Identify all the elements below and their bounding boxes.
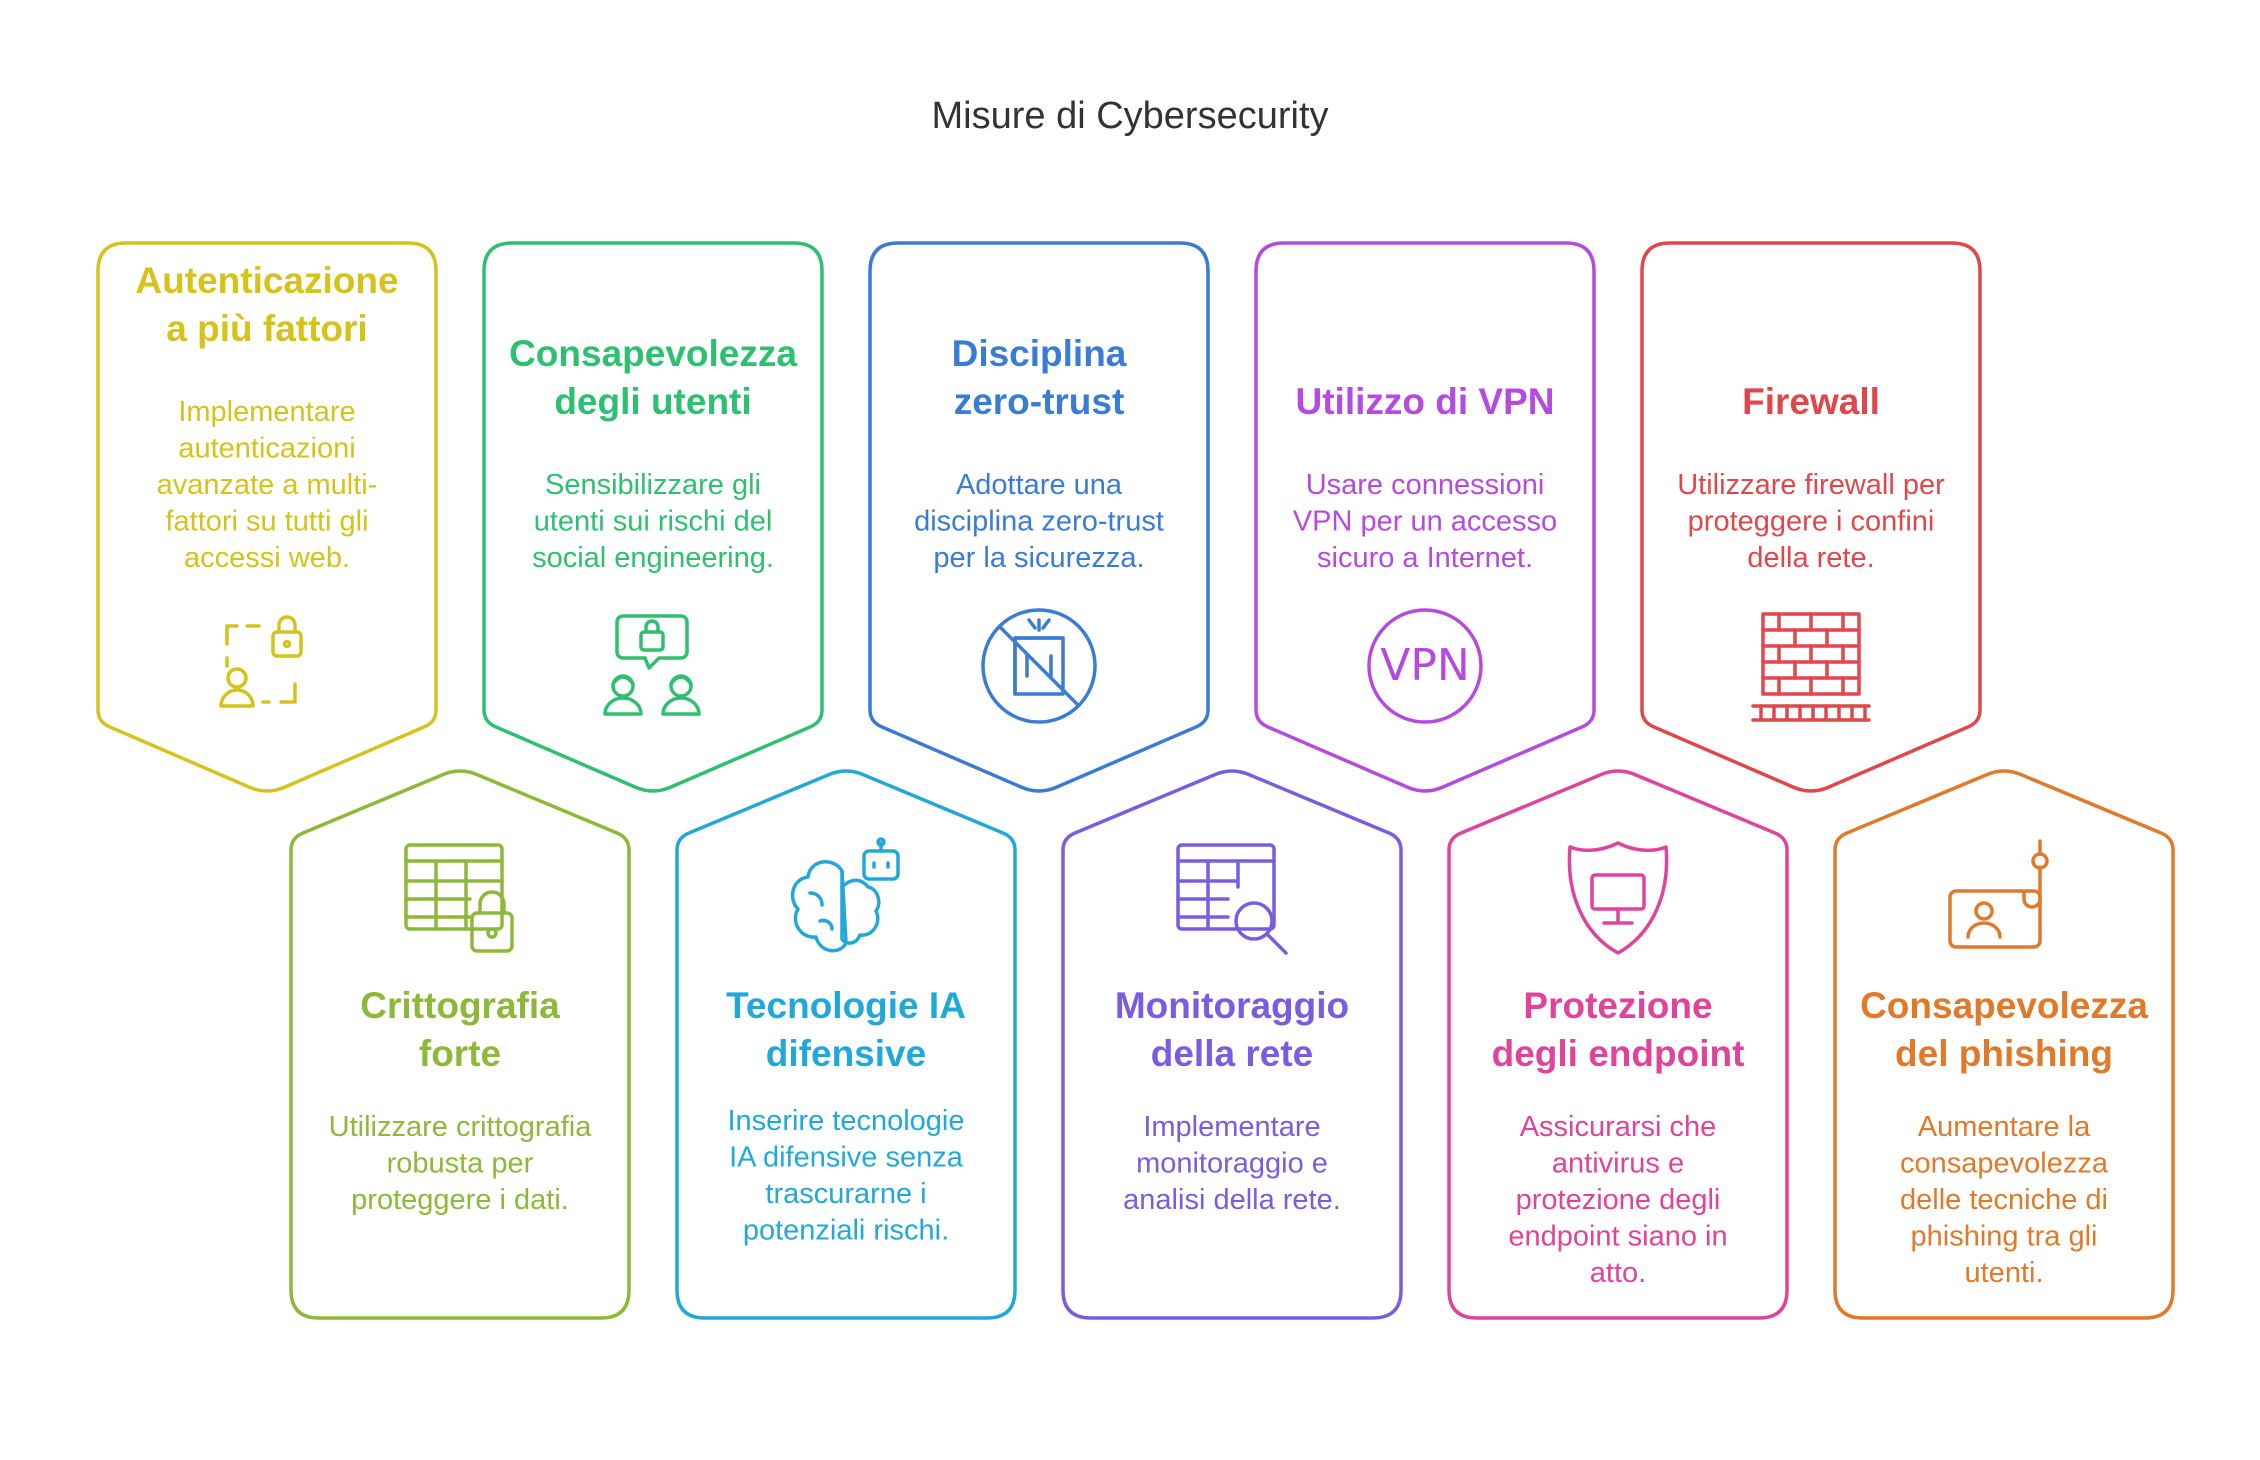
card-title: degli endpoint bbox=[1492, 1033, 1745, 1074]
card-title: Utilizzo di VPN bbox=[1296, 381, 1555, 422]
phishing-hook-icon bbox=[1948, 839, 2049, 949]
card-description: Utilizzare firewall per bbox=[1677, 469, 1945, 501]
card-description: potenziali rischi. bbox=[743, 1215, 949, 1247]
card-description: Inserire tecnologie bbox=[728, 1105, 965, 1137]
card-description: protezione degli bbox=[1516, 1184, 1721, 1216]
card-border bbox=[1254, 241, 1596, 793]
card-description: proteggere i confini bbox=[1688, 506, 1935, 538]
card-border bbox=[1061, 769, 1403, 1320]
card-description: fattori su tutti gli bbox=[165, 506, 368, 538]
card-description: monitoraggio e bbox=[1136, 1148, 1328, 1180]
no-door-access-icon bbox=[981, 608, 1097, 724]
card-title: Crittografia bbox=[360, 985, 560, 1026]
card-border bbox=[868, 241, 1210, 793]
card-description: della rete. bbox=[1747, 542, 1874, 574]
card-title: del phishing bbox=[1895, 1033, 2113, 1074]
card-title: Monitoraggio bbox=[1115, 985, 1349, 1026]
card-description: autenticazioni bbox=[178, 433, 355, 465]
card-title: Protezione bbox=[1523, 985, 1712, 1026]
users-lock-chat-icon bbox=[603, 614, 701, 716]
card-border bbox=[1640, 241, 1982, 793]
card-title: Firewall bbox=[1742, 381, 1880, 422]
card-description: social engineering. bbox=[532, 542, 774, 574]
card-border bbox=[675, 769, 1017, 1320]
card-description: disciplina zero-trust bbox=[914, 506, 1164, 538]
card-description: VPN per un accesso bbox=[1293, 506, 1557, 538]
card-description: endpoint siano in bbox=[1508, 1221, 1727, 1253]
card-border bbox=[1447, 769, 1789, 1320]
card-title: forte bbox=[419, 1033, 501, 1074]
card-description: avanzate a multi- bbox=[157, 469, 378, 501]
card-description: Aumentare la bbox=[1918, 1111, 2091, 1143]
card-border bbox=[482, 241, 824, 793]
card-description: Implementare bbox=[178, 396, 355, 428]
brain-robot-icon bbox=[790, 837, 900, 953]
card-border bbox=[1833, 769, 2175, 1320]
card-description: Sensibilizzare gli bbox=[545, 469, 761, 501]
page-title: Misure di Cybersecurity bbox=[931, 95, 1329, 137]
card-description: proteggere i dati. bbox=[351, 1184, 569, 1216]
card-border bbox=[289, 769, 631, 1320]
card-title: Autenticazione bbox=[135, 260, 398, 301]
card-description: Implementare bbox=[1143, 1111, 1320, 1143]
card-description: accessi web. bbox=[184, 542, 350, 574]
card-title: zero-trust bbox=[954, 381, 1125, 422]
card-title: degli utenti bbox=[554, 381, 751, 422]
card-description: sicuro a Internet. bbox=[1317, 542, 1533, 574]
card-description: consapevolezza bbox=[1900, 1148, 2109, 1180]
card-description: Assicurarsi che bbox=[1520, 1111, 1717, 1143]
card-description: utenti sui rischi del bbox=[534, 506, 773, 538]
card-description: robusta per bbox=[387, 1148, 534, 1180]
card-description: Usare connessioni bbox=[1306, 469, 1545, 501]
firewall-brick-wall-icon bbox=[1751, 612, 1871, 722]
card-description: phishing tra gli bbox=[1911, 1221, 2098, 1253]
card-title: a più fattori bbox=[166, 308, 367, 349]
card-description: antivirus e bbox=[1552, 1148, 1684, 1180]
shield-monitor-icon bbox=[1567, 841, 1669, 955]
card-user-awareness: Consapevolezza degli utentiSensibilizzare… bbox=[482, 241, 824, 793]
table-search-icon bbox=[1176, 843, 1288, 955]
card-description: Adottare una bbox=[956, 469, 1123, 501]
card-title: della rete bbox=[1151, 1033, 1313, 1074]
card-title: difensive bbox=[766, 1033, 926, 1074]
card-description: per la sicurezza. bbox=[933, 542, 1144, 574]
card-description: utenti. bbox=[1965, 1257, 2044, 1289]
card-border bbox=[96, 241, 438, 793]
card-description: trascurarne i bbox=[765, 1178, 926, 1210]
card-title: Consapevolezza bbox=[1860, 985, 2148, 1026]
card-description: atto. bbox=[1590, 1257, 1646, 1289]
table-lock-icon bbox=[404, 843, 514, 953]
card-description: Utilizzare crittografia bbox=[329, 1111, 593, 1143]
vpn-icon: VPN bbox=[1367, 608, 1483, 724]
card-description: IA difensive senza bbox=[729, 1142, 964, 1174]
card-description: analisi della rete. bbox=[1123, 1184, 1341, 1216]
card-title: Disciplina bbox=[952, 333, 1127, 374]
card-description: delle tecniche di bbox=[1900, 1184, 2108, 1216]
vpn-icon-label: VPN bbox=[1380, 640, 1470, 691]
card-title: Consapevolezza bbox=[509, 333, 797, 374]
user-lock-icon bbox=[219, 615, 303, 708]
card-title: Tecnologie IA bbox=[726, 985, 966, 1026]
